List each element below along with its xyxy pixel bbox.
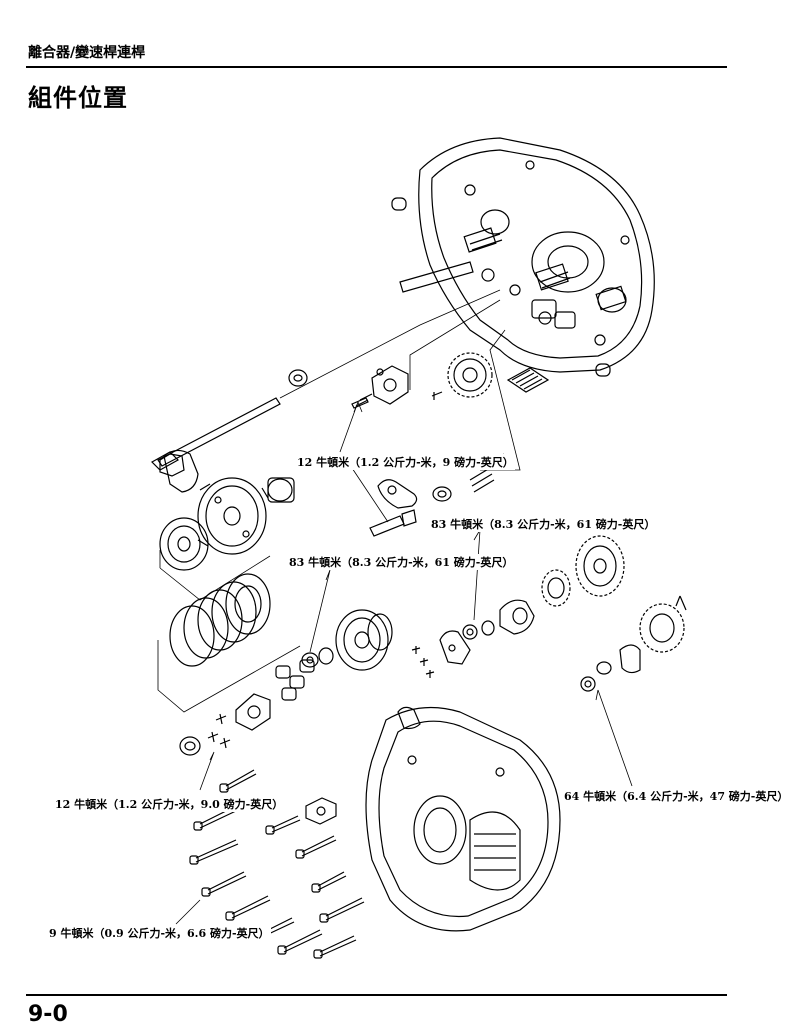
- leader-line-spindle: [279, 289, 501, 399]
- oil-pump-body: [499, 599, 535, 635]
- torque-leader-lines: [175, 401, 633, 925]
- drum-center-bolt: [351, 397, 369, 409]
- oil-filter-screen: [506, 367, 550, 393]
- clutch-springs: [275, 659, 315, 701]
- starter-nut: [580, 676, 596, 692]
- drive-gear-small: [447, 352, 493, 398]
- shift-drum-center: [355, 365, 409, 407]
- dowel-pins: [391, 197, 611, 377]
- bracket-clutch: [159, 550, 271, 601]
- starter-clutch: [596, 644, 641, 675]
- bracket-discs: [157, 640, 301, 713]
- lifter-plate: [235, 693, 271, 731]
- oil-pump-screws: [411, 646, 435, 678]
- gearshift-spindle: [151, 369, 308, 477]
- leader-line-screen: [480, 329, 521, 471]
- right-crankcase-cover: [365, 706, 561, 932]
- clutch-guide: [267, 477, 295, 503]
- page-number: 9-0: [28, 1002, 68, 1027]
- page-title: 組件位置: [28, 83, 128, 112]
- oil-pump-cover: [163, 449, 199, 493]
- oil-pump-driven-gear: [541, 569, 571, 607]
- stopper-bolt: [369, 509, 417, 537]
- starter-gear: [639, 595, 687, 653]
- crankcase: [418, 137, 655, 373]
- torque-label-clutch-center-nut: 83 牛頓米（8.3 公斤力-米，61 磅力-英尺）: [288, 554, 515, 570]
- torque-label-starter-nut: 64 牛頓米（6.4 公斤力-米，47 磅力-英尺）: [563, 788, 790, 804]
- bearing: [179, 736, 201, 756]
- lifter-plate-bolts: [207, 713, 231, 749]
- pressure-plate: [335, 609, 393, 671]
- shift-drum-assembly: [531, 299, 576, 329]
- clutch-lifter-lever: [305, 797, 337, 825]
- stopper-arm: [377, 467, 495, 509]
- torque-label-cover-bolt: 9 牛頓米（0.9 公斤力-米，6.6 磅力-英尺）: [48, 925, 271, 941]
- clutch-outer: [197, 477, 269, 555]
- header-divider: [26, 66, 727, 68]
- section-header: 離合器/變速桿連桿: [28, 45, 146, 61]
- torque-label-drum-center-bolt: 12 牛頓米（1.2 公斤力-米，9 磅力-英尺）: [296, 454, 515, 470]
- torque-label-primary-drive-nut: 83 牛頓米（8.3 公斤力-米，61 磅力-英尺）: [430, 516, 657, 532]
- oil-pump-drive-gear: [159, 517, 209, 571]
- small-bolt: [431, 391, 443, 400]
- clutch-center-nut: [301, 647, 334, 668]
- clutch-discs: [169, 573, 271, 667]
- cover-bolts: [189, 769, 365, 959]
- drive-gear-nut: [462, 620, 495, 640]
- footer-divider: [26, 994, 727, 996]
- torque-label-lifter-plate-bolt: 12 牛頓米（1.2 公斤力-米，9.0 磅力-英尺）: [54, 796, 285, 812]
- oil-pump-plate: [439, 630, 471, 665]
- primary-drive-gear: [575, 535, 625, 597]
- mainshaft-splines: [399, 227, 627, 311]
- leader-line-stopper: [409, 299, 501, 390]
